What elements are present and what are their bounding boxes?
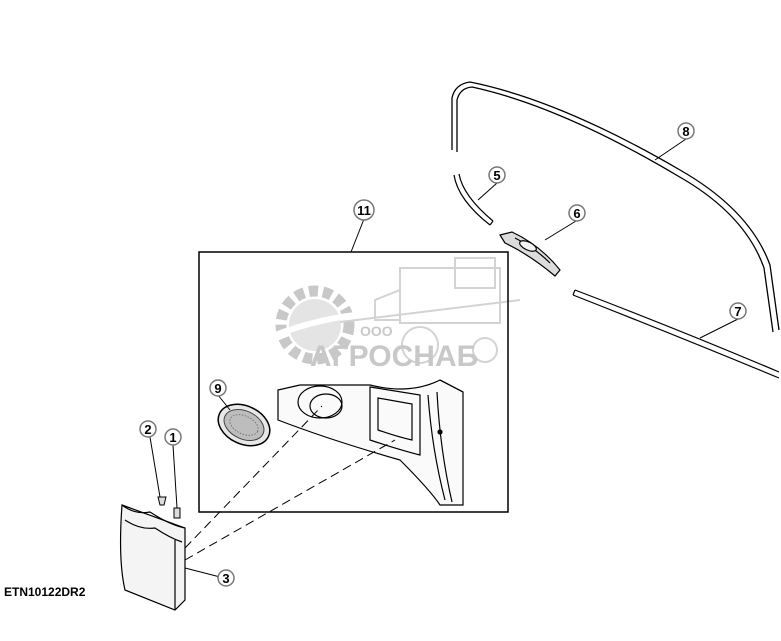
svg-text:1: 1 <box>169 430 176 445</box>
storage-pocket <box>119 504 186 611</box>
callout-11: 11 <box>353 199 375 221</box>
bracket <box>499 231 561 277</box>
svg-text:2: 2 <box>144 422 151 437</box>
gear-icon <box>273 285 356 365</box>
callout-3: 3 <box>217 569 235 587</box>
trim-strip-short <box>453 173 494 226</box>
leader-lines <box>149 138 739 579</box>
svg-text:5: 5 <box>493 168 500 183</box>
interior-panel <box>277 379 464 506</box>
window-seal <box>451 81 780 333</box>
callout-9: 9 <box>209 379 227 397</box>
svg-text:11: 11 <box>357 203 371 218</box>
detail-frame <box>198 251 509 513</box>
watermark-prefix: ООО <box>360 323 393 339</box>
svg-text:7: 7 <box>734 304 741 319</box>
clip <box>173 507 181 519</box>
svg-text:8: 8 <box>682 124 689 139</box>
assembly-lines <box>184 405 396 561</box>
svg-text:6: 6 <box>573 206 580 221</box>
svg-text:3: 3 <box>222 571 229 586</box>
watermark-company-name: АГРОСНАБ <box>310 340 478 373</box>
callout-1: 1 <box>164 428 182 446</box>
speaker-grille <box>217 403 271 447</box>
callout-8: 8 <box>677 122 695 140</box>
screw <box>157 496 167 506</box>
trim-strip-lower <box>572 289 780 379</box>
svg-text:9: 9 <box>214 381 221 396</box>
callout-6: 6 <box>568 204 586 222</box>
harvester-icon <box>339 257 521 364</box>
callout-2: 2 <box>139 420 157 438</box>
watermark: ООО АГРОСНАБ <box>273 257 521 373</box>
callout-5: 5 <box>488 166 506 184</box>
callout-7: 7 <box>729 302 747 320</box>
drawing-id: ETN10122DR2 <box>4 585 86 599</box>
